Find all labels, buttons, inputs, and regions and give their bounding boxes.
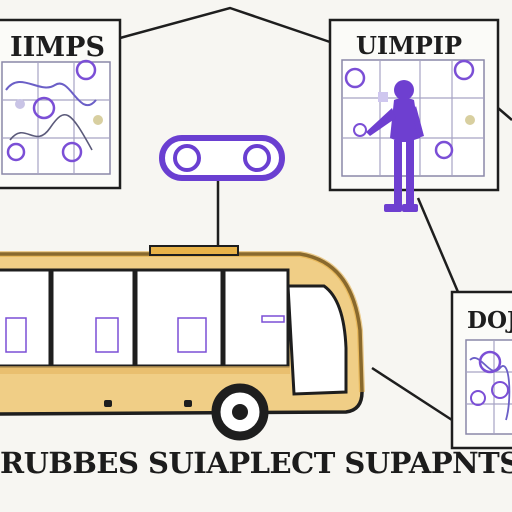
panel-maps-title: IIMPS [10,32,105,63]
panel-docs-title: DOJ [467,307,512,334]
panel-people-title: UIMPIP [356,31,462,60]
connector-lines [119,6,512,422]
right-edge-line [497,107,512,121]
bus-lights [104,400,192,407]
diagram-caption: RUBBES SUIAPLECT SUPAPNTS [0,446,512,480]
bus-to-docs-line [371,366,453,422]
roof-line [119,6,331,44]
panel-people: UIMPIP [328,18,500,212]
map-grid-icon [465,339,512,435]
people-to-docs-line [416,197,460,293]
connector-pill-icon [159,135,285,181]
bus-windows [0,268,290,368]
bus-icon [0,245,365,441]
map-grid-icon [1,59,111,175]
panel-maps: IIMPS [0,18,122,190]
panel-docs: DOJ [450,290,512,450]
wheel-icon [211,383,269,441]
person-icon [366,80,424,212]
